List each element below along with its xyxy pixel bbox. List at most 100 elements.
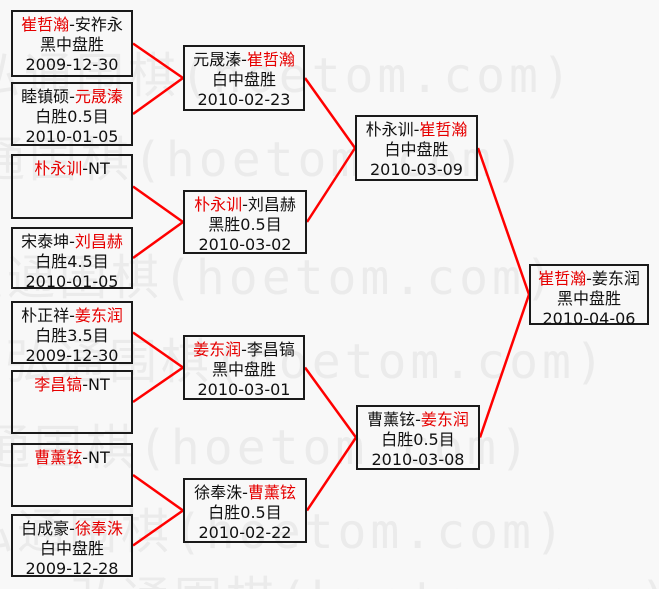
match-result: 白胜0.5目 [35,107,109,126]
match-box-r1-6: 李昌镐-NT [11,370,133,434]
dash: - [69,15,75,34]
dash: - [82,159,89,178]
player-name: 崔哲瀚 [246,50,295,69]
match-date: 2010-02-22 [198,523,292,542]
match-players: 崔哲瀚-姜东润 [531,269,647,289]
player-name: 崔哲瀚 [419,120,468,139]
player-name: 徐奉洙 [74,519,123,538]
match-box-r1-2: 睦镇硕-元晟溱 白胜0.5目 2010-01-05 [11,82,133,146]
player-name: 崔哲瀚 [21,15,70,34]
player-name: 朴永训 [34,159,83,178]
dash: - [69,87,75,106]
dash: - [82,375,89,394]
match-result: 白中盘胜 [211,70,276,89]
match-result: 黑胜0.5目 [208,215,282,234]
dash: - [69,306,75,325]
player-name: 刘昌赫 [74,232,123,251]
player-name: 李昌镐 [34,375,83,394]
player-name: 姜东润 [591,269,640,288]
player-name: 姜东润 [193,340,242,359]
match-date: 2009-12-30 [25,55,119,74]
match-date: 2009-12-30 [25,346,119,365]
match-players: 元晟溱-崔哲瀚 [185,50,303,70]
player-name: 李昌镐 [246,340,295,359]
match-players: 睦镇硕-元晟溱 [13,87,131,107]
player-name: 姜东润 [420,410,469,429]
player-name: NT [88,448,110,467]
match-date: 2009-12-28 [25,559,119,578]
match-box-r1-4: 宋泰坤-刘昌赫 白胜4.5目 2010-01-05 [11,227,133,291]
player-name: 元晟溱 [193,50,242,69]
match-players: 李昌镐-NT [13,375,131,395]
match-players: 崔哲瀚-安祚永 [13,15,131,35]
player-name: 姜东润 [74,306,123,325]
match-players: 朴永训-崔哲瀚 [357,120,476,140]
player-name: 曹薰铉 [367,410,416,429]
match-result: 白胜3.5目 [35,326,109,345]
player-name: NT [88,159,110,178]
dash: - [241,340,247,359]
match-box-r2-4: 徐奉洙-曹薰铉 白胜0.5目 2010-02-22 [183,478,307,543]
match-date: 2010-03-09 [370,160,463,179]
player-name: 睦镇硕 [21,87,70,106]
dash: - [413,120,420,139]
match-box-r1-7: 曹薰铉-NT [11,443,133,507]
match-date: 2010-03-01 [197,380,291,399]
match-players: 曹薰铉-NT [13,448,131,468]
match-result: 黑中盘胜 [39,35,104,54]
match-box-r1-5: 朴正祥-姜东润 白胜3.5目 2009-12-30 [11,301,133,365]
match-box-sf-1: 朴永训-崔哲瀚 白中盘胜 2010-03-09 [355,115,478,181]
player-name: 刘昌赫 [247,195,296,214]
match-box-r2-1: 元晟溱-崔哲瀚 白中盘胜 2010-02-23 [183,45,305,111]
match-box-final: 崔哲瀚-姜东润 黑中盘胜 2010-04-06 [529,264,649,328]
match-box-r1-1: 崔哲瀚-安祚永 黑中盘胜 2009-12-30 [11,10,133,77]
match-box-r1-3: 朴永训-NT [11,154,133,219]
match-players: 宋泰坤-刘昌赫 [13,232,131,252]
match-date: 2010-02-23 [197,90,291,109]
match-players: 朴正祥-姜东润 [13,306,131,326]
match-box-r2-3: 姜东润-李昌镐 黑中盘胜 2010-03-01 [183,335,305,400]
match-date: 2010-03-02 [198,235,292,254]
match-players: 姜东润-李昌镐 [185,340,303,360]
player-name: 崔哲瀚 [538,269,587,288]
match-date: 2010-01-05 [25,272,119,291]
match-result: 黑中盘胜 [556,289,621,308]
match-players: 徐奉洙-曹薰铉 [185,483,305,503]
match-result: 白中盘胜 [384,140,449,159]
player-name: 朴永训 [365,120,414,139]
match-box-r1-8: 白成豪-徐奉洙 白中盘胜 2009-12-28 [11,514,133,578]
player-name: NT [88,375,110,394]
match-date: 2010-03-08 [371,450,465,469]
player-name: 曹薰铉 [247,483,296,502]
player-name: 白成豪 [21,519,70,538]
match-result: 白胜4.5目 [35,252,109,271]
match-date: 2010-01-05 [25,127,119,146]
dash: - [586,269,592,288]
player-name: 宋泰坤 [21,232,70,251]
match-result: 白胜0.5目 [381,430,455,449]
player-name: 元晟溱 [74,87,123,106]
dash: - [415,410,421,429]
match-result: 白胜0.5目 [208,503,282,522]
match-box-sf-2: 曹薰铉-姜东润 白胜0.5目 2010-03-08 [356,405,480,470]
player-name: 徐奉洙 [194,483,243,502]
dash: - [242,195,248,214]
dash: - [82,448,89,467]
player-name: 安祚永 [74,15,123,34]
match-players: 朴永训-NT [13,159,131,179]
dash: - [242,483,248,502]
dash: - [241,50,247,69]
dash: - [69,519,75,538]
player-name: 朴正祥 [21,306,70,325]
match-box-r2-2: 朴永训-刘昌赫 黑胜0.5目 2010-03-02 [183,190,307,254]
dash: - [69,232,75,251]
player-name: 朴永训 [194,195,243,214]
match-result: 黑中盘胜 [211,360,276,379]
match-players: 朴永训-刘昌赫 [185,195,305,215]
player-name: 曹薰铉 [34,448,83,467]
match-players: 曹薰铉-姜东润 [358,410,478,430]
match-result: 白中盘胜 [39,539,104,558]
match-players: 白成豪-徐奉洙 [13,519,131,539]
